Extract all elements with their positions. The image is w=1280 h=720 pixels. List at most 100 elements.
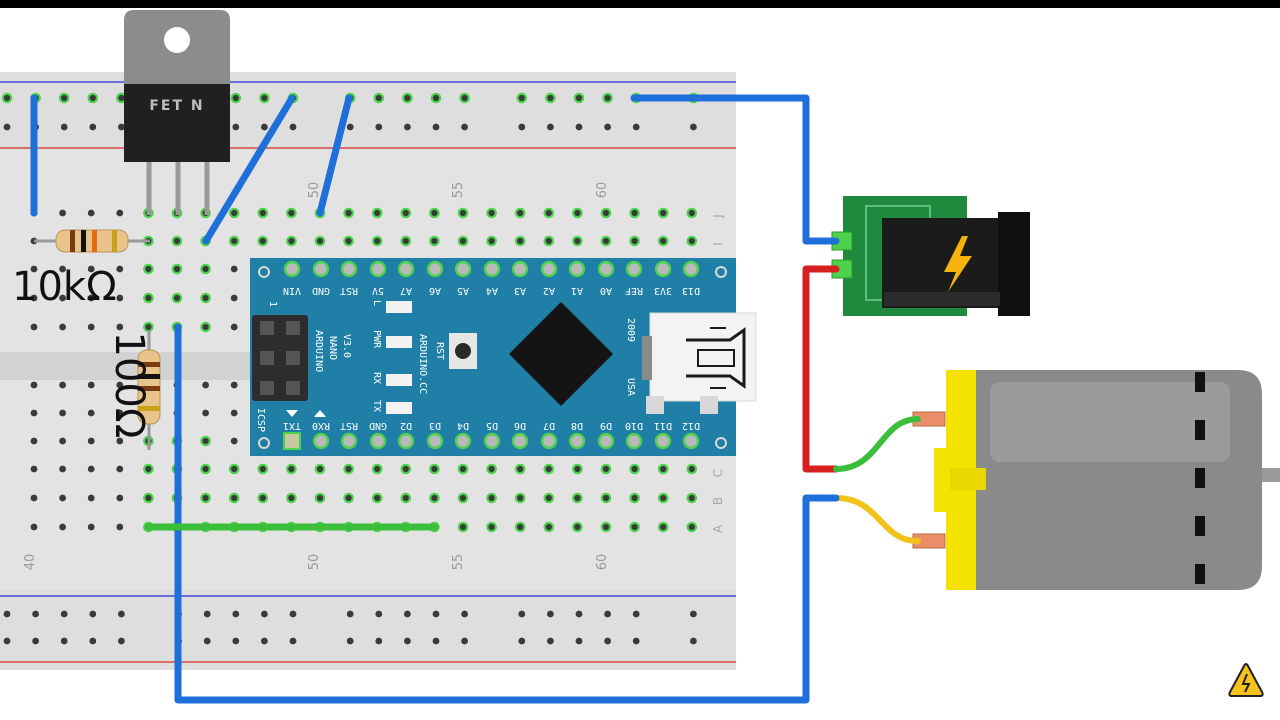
mount-hole <box>258 266 270 278</box>
breadboard-hole <box>3 123 11 131</box>
arduino-pin <box>511 432 529 450</box>
breadboard-hole <box>60 610 68 618</box>
arduino-pin <box>340 432 358 450</box>
breadboard-hole <box>518 637 526 645</box>
breadboard-hole <box>430 92 442 104</box>
breadboard-hole <box>30 265 38 273</box>
breadboard-hole <box>457 207 469 219</box>
breadboard-hole <box>457 463 469 475</box>
wires <box>30 94 921 704</box>
breadboard-hole <box>259 92 270 104</box>
breadboard-hole <box>59 409 66 417</box>
breadboard-hole <box>89 123 97 131</box>
breadboard-hole <box>518 610 526 618</box>
resistor-band <box>138 362 160 367</box>
mount-hole <box>258 437 270 449</box>
row-letter-i: I <box>711 242 725 246</box>
pin-label: A1 <box>571 285 583 296</box>
arduino-pin <box>682 432 700 450</box>
breadboard-hole <box>371 207 383 219</box>
col-number-60-bottom: 60 <box>595 554 610 571</box>
mosfet-label: FET N <box>149 98 204 114</box>
icsp-header: 1 ICSP <box>252 301 308 432</box>
breadboard-hole <box>461 637 468 645</box>
breadboard-hole <box>375 610 383 618</box>
pin-label: 5V <box>372 285 384 296</box>
pin-label: RST <box>340 285 358 296</box>
arduino-pin-square <box>283 432 301 450</box>
breadboard-hole <box>486 521 497 533</box>
arduino-pin <box>511 260 529 278</box>
breadboard-hole <box>3 637 11 645</box>
resistor-band <box>92 230 97 252</box>
pin-label: REF <box>625 285 643 296</box>
breadboard-hole <box>686 463 698 475</box>
breadboard-hole <box>346 610 354 618</box>
resistor-100 <box>137 330 161 450</box>
breadboard-hole <box>257 463 269 475</box>
arduino-pin <box>654 260 672 278</box>
breadboard-hole <box>87 494 95 502</box>
arduino-pin <box>426 432 444 450</box>
breadboard-hole <box>143 492 154 504</box>
pin-label: D8 <box>571 420 583 431</box>
arduino-pin <box>454 260 472 278</box>
col-number-50-bottom: 50 <box>307 554 322 571</box>
breadboard-hole <box>116 437 124 445</box>
breadboard-hole <box>60 637 68 645</box>
arduino-pin <box>397 260 415 278</box>
arduino-pin-headers <box>283 260 700 450</box>
breadboard-hole <box>657 207 669 219</box>
breadboard-hole <box>116 381 124 389</box>
arduino-pin <box>426 260 444 278</box>
breadboard-hole <box>461 123 468 131</box>
arduino-pin <box>340 260 358 278</box>
col-number-55-bottom: 55 <box>451 554 466 571</box>
icsp-pin <box>260 321 274 335</box>
breadboard-hole <box>87 209 95 217</box>
jack-shadow <box>884 292 1000 306</box>
pin-label: A4 <box>486 285 498 296</box>
breadboard-hole <box>116 323 124 331</box>
reset-label: RST <box>434 342 445 360</box>
breadboard-hole <box>371 235 383 247</box>
col-number-50-top: 50 <box>307 182 322 199</box>
breadboard-hole <box>202 381 210 389</box>
pin-label: D12 <box>682 420 700 431</box>
board-version: V3.0 <box>341 334 352 358</box>
mosfet-tab-hole <box>164 27 190 53</box>
breadboard-hole <box>400 207 412 219</box>
wire-red-jack-to-motor <box>802 265 840 473</box>
breadboard-hole <box>116 523 124 531</box>
led-label-tx: TX <box>371 400 382 412</box>
breadboard-hole <box>200 463 211 475</box>
pin-label: D4 <box>457 420 469 431</box>
arduino-pin <box>568 432 586 450</box>
arduino-pin <box>625 432 643 450</box>
col-number-60-top: 60 <box>595 182 610 199</box>
pin-label: RST <box>340 420 358 431</box>
breadboard-hole <box>30 523 38 531</box>
breadboard-hole <box>261 637 268 645</box>
breadboard-hole <box>87 409 95 417</box>
breadboard-hole <box>629 463 640 475</box>
breadboard-hole <box>286 492 297 504</box>
arduino-pin <box>625 260 643 278</box>
breadboard-hole <box>230 294 238 302</box>
motor-highlight <box>990 382 1230 462</box>
arduino-nano: VIN GND RST 5V A7 A6 A5 A4 A3 A2 A1 A0 R… <box>250 258 757 456</box>
board-text: ARDUINO NANO V3.0 ARDUINO.CC 2009 USA <box>313 318 636 396</box>
usb-shell <box>649 312 757 402</box>
breadboard-hole <box>629 235 640 247</box>
breadboard-hole <box>518 123 526 131</box>
arduino-pin <box>369 260 387 278</box>
arduino-pin <box>540 432 558 450</box>
breadboard-hole <box>371 492 383 504</box>
bottom-pin-labels: TX1 RX0 RST GND D2 D3 D4 D5 D6 D7 D8 D9 … <box>283 420 700 431</box>
pin-label: D6 <box>514 420 526 431</box>
mount-hole <box>715 437 727 449</box>
breadboard-hole <box>200 435 211 447</box>
breadboard-hole <box>261 123 268 131</box>
breadboard-hole <box>429 463 440 475</box>
breadboard-hole <box>432 637 440 645</box>
